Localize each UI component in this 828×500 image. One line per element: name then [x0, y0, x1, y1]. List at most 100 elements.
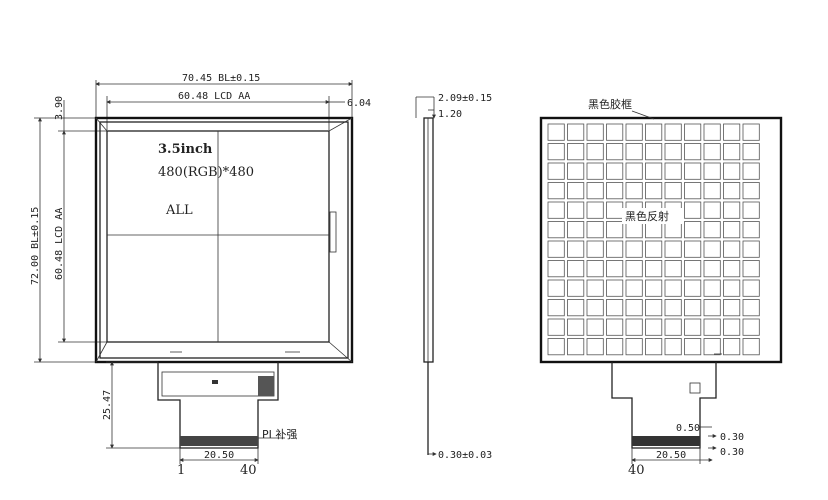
reflector-cell	[606, 338, 624, 356]
reflector-cell	[586, 143, 604, 161]
reflector-cell	[664, 182, 682, 200]
reflector-cell	[606, 143, 624, 161]
reflector-cell	[625, 143, 643, 161]
reflector-cell	[664, 162, 682, 180]
reflector-cell	[567, 318, 585, 336]
reflector-cell	[684, 182, 702, 200]
back-fpc-outline	[611, 362, 717, 449]
total-thickness-label: 2.09±0.15	[438, 93, 492, 104]
reflector-cell	[645, 162, 663, 180]
reflector-cell	[606, 279, 624, 297]
pin-span-label: 20.50	[204, 450, 234, 461]
reflector-cell	[586, 123, 604, 141]
frame-label-leader	[631, 110, 655, 120]
reflector-cell	[606, 318, 624, 336]
reflector-cell	[664, 279, 682, 297]
reflector-cell	[606, 221, 624, 239]
reflector-cell	[645, 182, 663, 200]
reflector-cell	[742, 318, 760, 336]
back-fpc-component	[689, 382, 701, 394]
reflector-cell	[547, 201, 565, 219]
reflector-cell	[664, 123, 682, 141]
reflector-cell	[703, 221, 721, 239]
screen-resolution-text: 480(RGB)*480	[158, 165, 254, 180]
reflector-cell	[703, 318, 721, 336]
reflector-cell	[684, 279, 702, 297]
reflector-cell	[586, 240, 604, 258]
reflector-cell	[664, 338, 682, 356]
reflector-cell	[703, 162, 721, 180]
reflector-cell	[703, 123, 721, 141]
reflector-cell	[684, 338, 702, 356]
reflector-cell	[586, 279, 604, 297]
width-lower-label: 0.30	[720, 447, 744, 458]
reflector-cell	[606, 162, 624, 180]
reflector-cell	[625, 240, 643, 258]
fpc-stiffener-label: PI 补强	[262, 428, 297, 441]
side-view: 2.09±0.15 1.20 0.30±0.03	[415, 93, 492, 461]
reflector-cell	[723, 182, 741, 200]
pin-last-label: 40	[240, 463, 257, 478]
reflector-cell	[567, 162, 585, 180]
reflector-cell	[567, 182, 585, 200]
reflector-cell	[606, 299, 624, 317]
reflector-cell	[625, 318, 643, 336]
reflector-cell	[723, 240, 741, 258]
bezel-inner	[99, 121, 349, 359]
reflector-cell	[742, 260, 760, 278]
reflector-cell	[645, 299, 663, 317]
front-view: 70.45 BL±0.15 60.48 LCD AA 6.04 72.00 BL…	[30, 73, 371, 478]
reflector-cell	[684, 260, 702, 278]
reflector-cell	[742, 279, 760, 297]
reflector-cell	[567, 143, 585, 161]
pin-first-label: 1	[177, 463, 185, 478]
reflector-cell	[567, 279, 585, 297]
back-pin-span-label: 20.50	[656, 450, 686, 461]
fpc-gold-fingers	[180, 436, 258, 446]
reflector-cell	[547, 318, 565, 336]
reflector-cell	[742, 338, 760, 356]
reflector-cell	[606, 260, 624, 278]
reflector-cell	[586, 221, 604, 239]
reflector-cell	[703, 201, 721, 219]
reflector-cell	[742, 221, 760, 239]
reflector-cell	[547, 123, 565, 141]
reflector-cell	[703, 260, 721, 278]
reflector-cell	[547, 182, 565, 200]
reflector-cell	[567, 299, 585, 317]
bl-height-label: 72.00 BL±0.15	[30, 207, 41, 285]
reflector-cell	[664, 299, 682, 317]
backlight-outline	[94, 116, 354, 364]
reflector-grid	[547, 123, 760, 356]
screen-mode-text: ALL	[165, 203, 193, 218]
reflector-cell	[586, 338, 604, 356]
reflector-cell	[723, 221, 741, 239]
bl-width-label: 70.45 BL±0.15	[182, 73, 260, 84]
reflector-cell	[547, 299, 565, 317]
fpc-outline	[157, 362, 279, 449]
reflector-cell	[664, 318, 682, 336]
reflector-cell	[703, 240, 721, 258]
fpc-connector-pad	[258, 376, 274, 396]
reflector-cell	[742, 299, 760, 317]
reflector-cell	[723, 123, 741, 141]
reflector-cell	[586, 182, 604, 200]
fpc-component	[212, 380, 218, 384]
screen-size-text: 3.5inch	[158, 142, 213, 157]
reflector-cell	[625, 299, 643, 317]
aa-width-label: 60.48 LCD AA	[178, 91, 250, 102]
reflector-cell	[742, 123, 760, 141]
reflector-cell	[684, 123, 702, 141]
reflector-cell	[645, 338, 663, 356]
reflector-cell	[684, 201, 702, 219]
reflector-cell	[684, 221, 702, 239]
side-tab	[329, 211, 337, 253]
reflector-cell	[625, 182, 643, 200]
reflector-cell	[703, 143, 721, 161]
reflector-cell	[625, 123, 643, 141]
reflector-cell	[547, 240, 565, 258]
reflector-cell	[586, 299, 604, 317]
reflector-cell	[567, 338, 585, 356]
reflector-cell	[684, 299, 702, 317]
reflector-cell	[742, 143, 760, 161]
